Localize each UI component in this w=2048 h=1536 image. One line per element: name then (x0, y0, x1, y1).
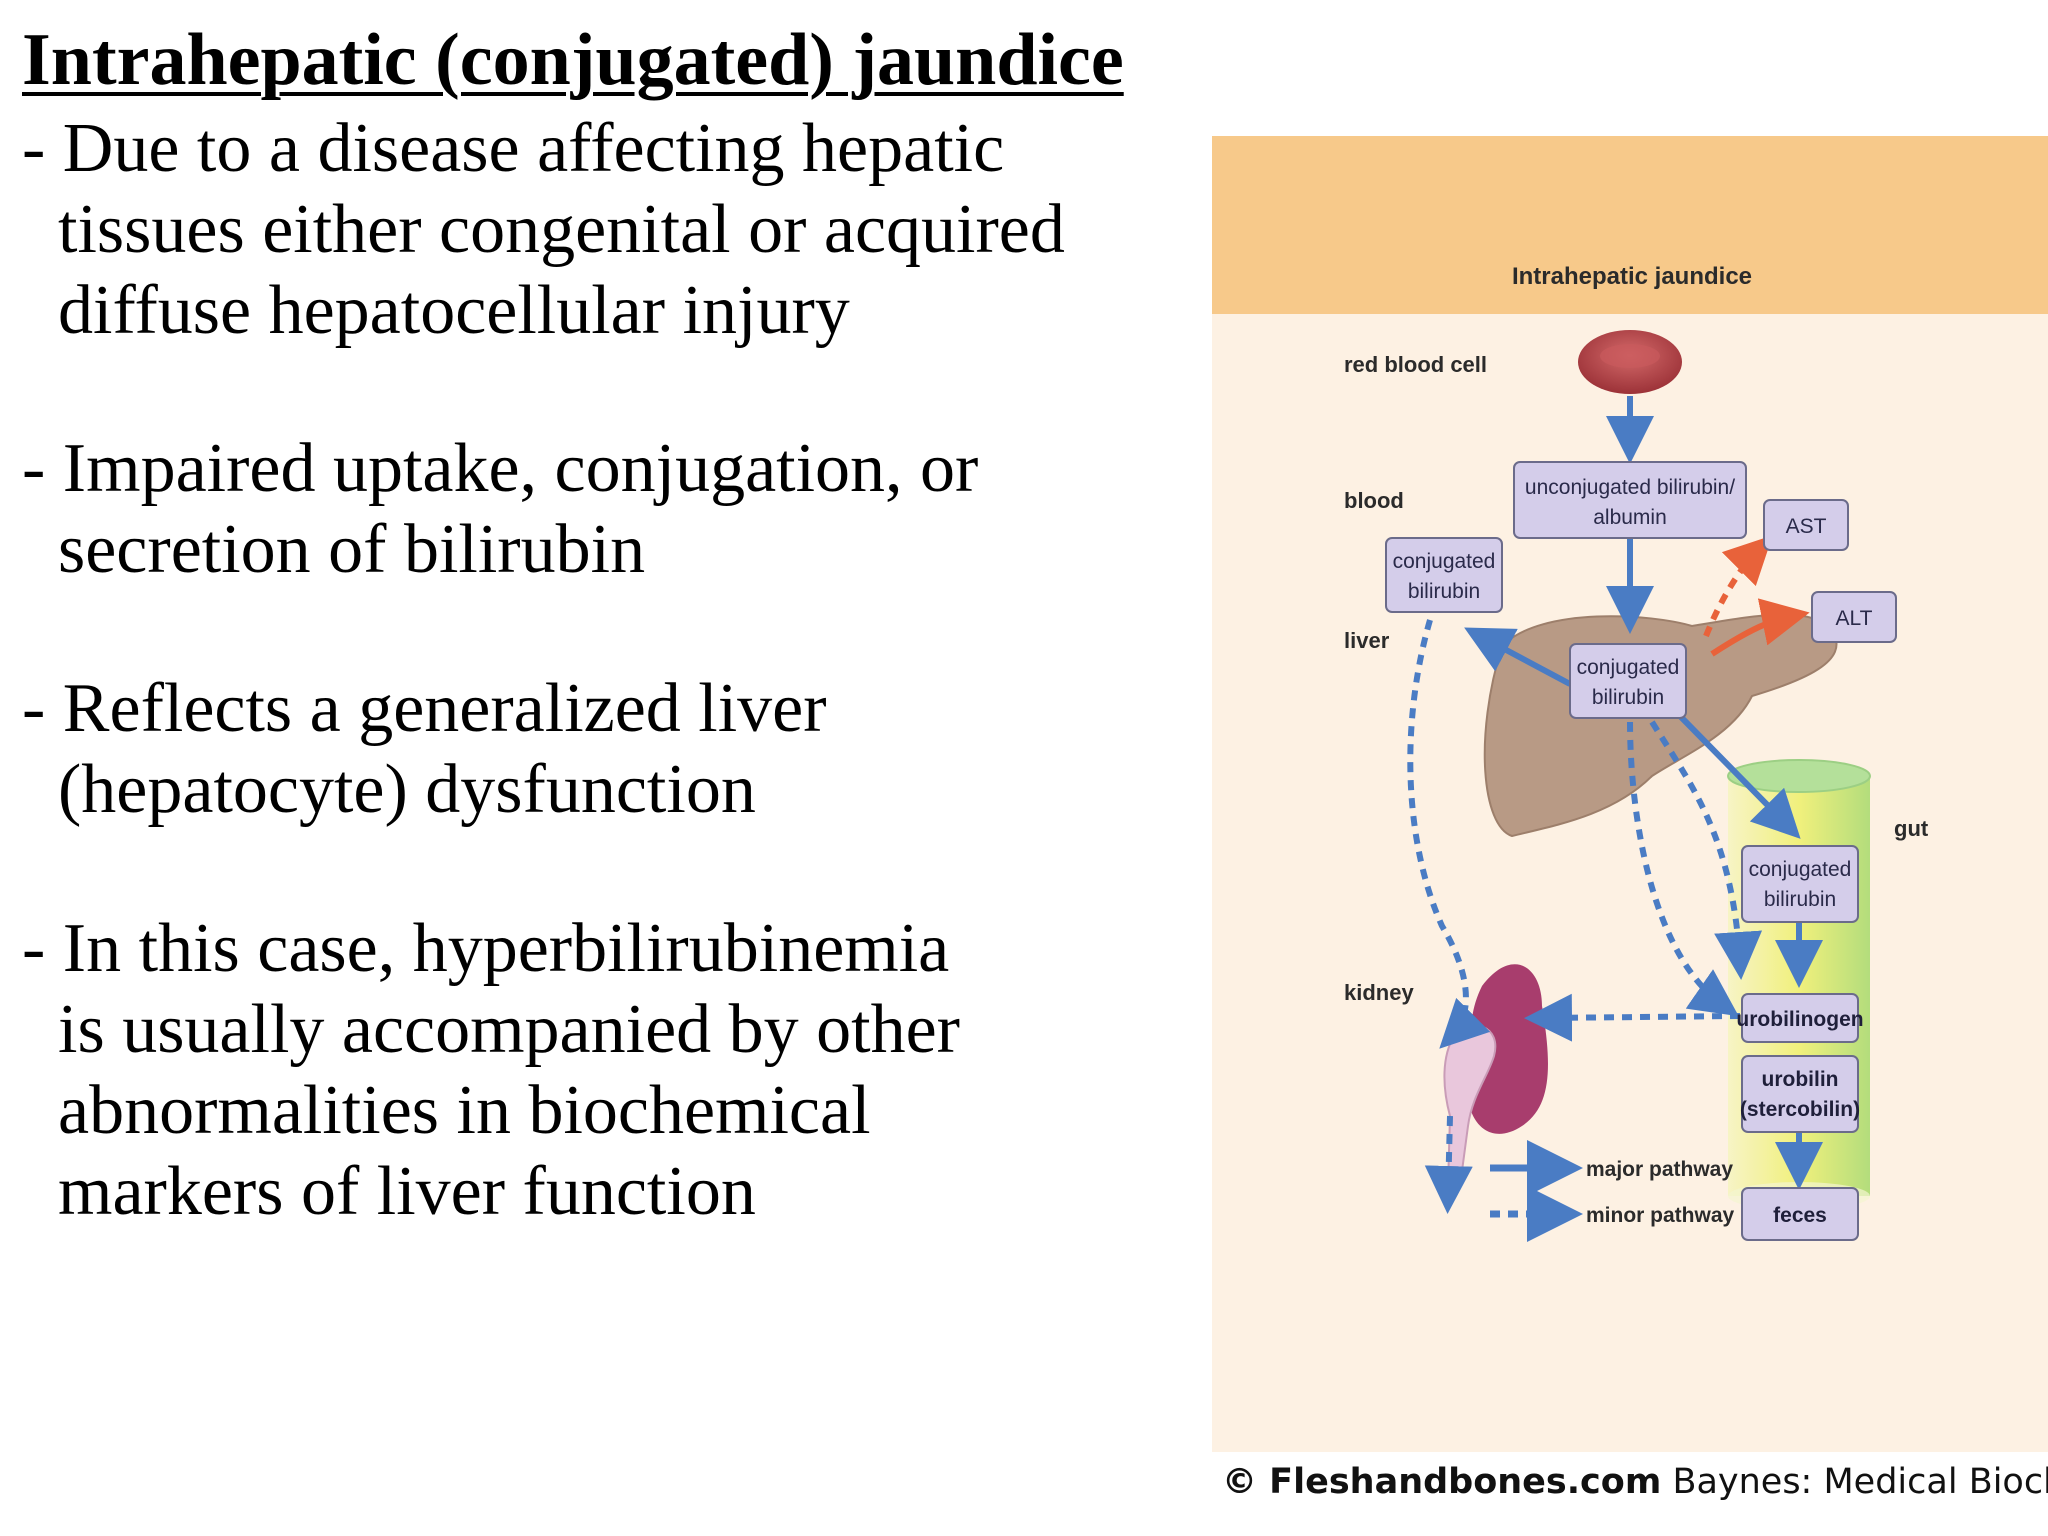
box-feces: feces (1741, 1187, 1859, 1241)
label-kidney: kidney (1344, 980, 1414, 1005)
slide-title: Intrahepatic (conjugated) jaundice (22, 19, 1124, 101)
box-conjugated-bilirubin-blood: conjugated bilirubin (1385, 537, 1503, 613)
box-label: conjugated (1749, 858, 1852, 881)
minor-pathway-arrows (1407, 619, 1763, 1214)
bullet-line: secretion of bilirubin (58, 511, 646, 588)
bullet-item: - Impaired uptake, conjugation, or secre… (22, 428, 1202, 590)
bullet-item: - In this case, hyperbilirubinemia is us… (22, 908, 1202, 1232)
figure-credit: © Fleshandbones.com Baynes: Medical Bioc… (1222, 1462, 2048, 1502)
bullet-line: is usually accompanied by other (58, 991, 960, 1068)
bullet-line: abnormalities in biochemical (58, 1072, 871, 1149)
figure-title: Intrahepatic jaundice (1512, 263, 1752, 290)
box-urobilin: urobilin (stercobilin) (1740, 1055, 1860, 1133)
box-urobilinogen: urobilinogen (1736, 993, 1864, 1043)
label-red-blood-cell: red blood cell (1344, 352, 1487, 377)
legend-major-label: major pathway (1586, 1158, 1733, 1181)
bullet-item: - Reflects a generalized liver (hepatocy… (22, 668, 1202, 830)
bullet-line: tissues either congenital or acquired (58, 191, 1065, 268)
kidney-icon (1443, 964, 1548, 1187)
legend: major pathway minor pathway (1490, 1140, 1735, 1242)
box-label: bilirubin (1764, 888, 1836, 911)
box-label: albumin (1593, 506, 1667, 529)
bullet-line: markers of liver function (58, 1153, 756, 1230)
box-label: (stercobilin) (1740, 1098, 1860, 1121)
jaundice-figure: Intrahepatic jaundice red blood cell blo… (1212, 136, 2048, 1452)
box-conjugated-bilirubin-liver: conjugated bilirubin (1569, 643, 1687, 719)
enzyme-release-arrows (1703, 535, 1810, 657)
box-ast: AST (1763, 499, 1849, 551)
bullet-line: - Impaired uptake, conjugation, or (22, 430, 979, 507)
box-unconjugated-bilirubin: unconjugated bilirubin/ albumin (1513, 461, 1747, 539)
box-conjugated-bilirubin-gut: conjugated bilirubin (1741, 845, 1859, 923)
major-pathway-arrows (1464, 396, 1823, 1190)
box-label: ALT (1836, 607, 1873, 630)
bullet-line: (hepatocyte) dysfunction (58, 751, 756, 828)
label-blood: blood (1344, 488, 1404, 513)
box-label: conjugated (1577, 656, 1680, 679)
box-alt: ALT (1811, 591, 1897, 643)
bullet-line: - In this case, hyperbilirubinemia (22, 910, 950, 987)
bullet-item: - Due to a disease affecting hepatic tis… (22, 108, 1202, 351)
red-blood-cell-icon (1578, 330, 1682, 394)
credit-text: Baynes: Medical Biochemis (1672, 1462, 2048, 1502)
credit-brand: © Fleshandbones.com (1222, 1462, 1662, 1502)
box-label: AST (1786, 515, 1827, 538)
jaundice-diagram: Intrahepatic jaundice red blood cell blo… (1344, 263, 1929, 1242)
legend-minor-label: minor pathway (1586, 1204, 1735, 1227)
bullet-line: - Reflects a generalized liver (22, 670, 827, 747)
label-liver: liver (1344, 628, 1390, 653)
box-label: bilirubin (1592, 686, 1664, 709)
box-label: bilirubin (1408, 580, 1480, 603)
bullet-line: - Due to a disease affecting hepatic (22, 110, 1005, 187)
bullet-line: diffuse hepatocellular injury (58, 272, 850, 349)
box-label: urobilinogen (1736, 1008, 1863, 1031)
box-label: conjugated (1393, 550, 1496, 573)
label-gut: gut (1894, 816, 1929, 841)
box-label: feces (1773, 1204, 1827, 1227)
box-label: unconjugated bilirubin/ (1525, 476, 1735, 499)
box-label: urobilin (1762, 1068, 1839, 1091)
figure-header (1212, 136, 2048, 314)
